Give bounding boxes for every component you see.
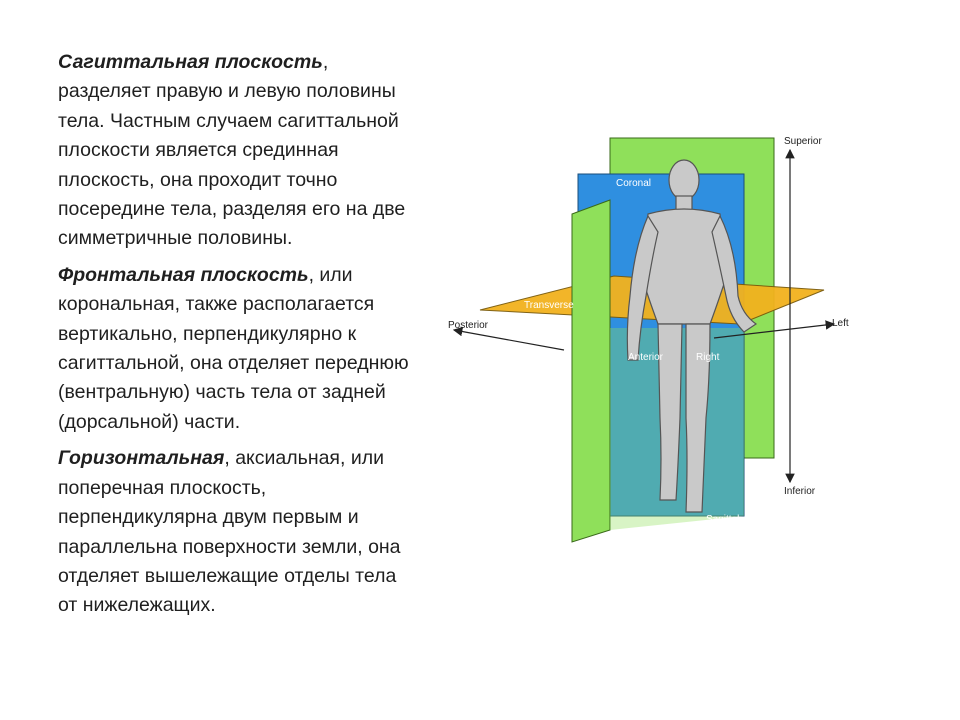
paragraph-sagittal: Сагиттальная плоскость, разделяет правую…: [58, 48, 414, 254]
label-left: Left: [832, 318, 849, 329]
text-sagittal: , разделяет правую и левую половины тела…: [58, 51, 406, 250]
label-posterior: Posterior: [448, 320, 489, 331]
paragraph-frontal: Фронтальная плоскость, или корональная, …: [58, 261, 414, 437]
term-horizontal: Горизонтальная: [58, 447, 225, 470]
label-inferior: Inferior: [784, 486, 816, 497]
label-sagittal: Sagittal: [706, 514, 739, 525]
term-sagittal: Сагиттальная плоскость: [58, 51, 323, 73]
label-anterior: Anterior: [628, 352, 664, 363]
term-frontal: Фронтальная плоскость: [58, 263, 309, 286]
text-horizontal: , аксиальная, или поперечная плоскость, …: [58, 447, 401, 617]
label-transverse: Transverse: [524, 300, 574, 311]
anatomical-planes-svg: Superior Inferior Posterior Left Anterio…: [448, 136, 849, 543]
label-right: Right: [696, 352, 720, 363]
human-body: [626, 159, 758, 513]
left-right-arrow: [713, 320, 836, 339]
label-coronal: Coronal: [616, 178, 651, 189]
text-frontal: , или корональная, также располагается в…: [58, 263, 409, 433]
label-superior: Superior: [784, 136, 822, 147]
anatomical-planes-figure: Superior Inferior Posterior Left Anterio…: [444, 128, 864, 548]
description-text: Сагиттальная плоскость, разделяет правую…: [58, 48, 414, 628]
sagittal-plane-front: [571, 199, 611, 543]
anterior-posterior-arrow: [452, 326, 565, 351]
paragraph-horizontal: Горизонтальная, аксиальная, или поперечн…: [58, 444, 414, 620]
